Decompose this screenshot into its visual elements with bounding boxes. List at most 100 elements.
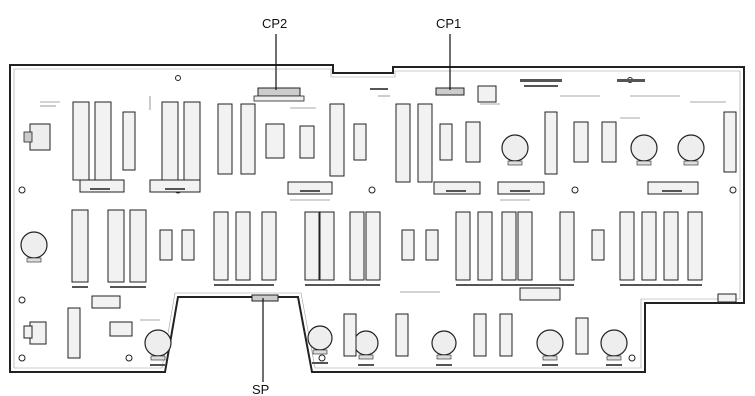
ic-chip (417, 103, 433, 183)
ic-chip (395, 103, 411, 183)
round-component (536, 329, 564, 357)
ic-chip (544, 111, 558, 175)
ic-chip (663, 211, 679, 281)
round-component (353, 330, 379, 356)
ic-chip (619, 211, 635, 281)
mounting-hole (729, 186, 737, 194)
round-component (600, 329, 628, 357)
mounting-hole (175, 75, 181, 81)
small-part (717, 293, 737, 303)
small-part (181, 229, 195, 261)
round-component (20, 231, 48, 259)
bottom-right-parts (343, 293, 737, 357)
ic-chip (365, 211, 381, 281)
ic-chip (107, 209, 125, 283)
mounting-hole (628, 354, 636, 362)
mounting-hole (318, 354, 326, 362)
mounting-hole (571, 186, 579, 194)
round-component (431, 330, 457, 356)
top-row-small-parts (265, 85, 617, 163)
ic-chip (122, 111, 136, 171)
trace-marks (40, 95, 726, 321)
ic-chip (723, 111, 737, 173)
ic-chip (559, 211, 575, 281)
round-component (307, 325, 333, 351)
small-part (67, 307, 81, 359)
ic-chip (477, 211, 493, 281)
mounting-hole (18, 354, 26, 362)
small-part (91, 295, 121, 309)
ic-chip (687, 211, 703, 281)
small-part (573, 121, 589, 163)
switch-block-lever (23, 131, 33, 143)
ic-chip (183, 101, 201, 181)
callout-cp2: CP2 (262, 16, 287, 31)
strip (433, 181, 481, 195)
callout-cp1: CP1 (436, 16, 461, 31)
small-part (591, 229, 605, 261)
ic-chip (161, 101, 179, 181)
ic-chip (329, 103, 345, 177)
small-part (353, 123, 367, 161)
round-component (677, 134, 705, 162)
small-part (395, 313, 409, 357)
connector-cp2-base (253, 95, 305, 102)
top-row-ics (72, 101, 737, 183)
small-part (401, 229, 415, 261)
round-component (630, 134, 658, 162)
ic-chip (72, 101, 90, 181)
small-part (601, 121, 617, 163)
ic-chip (261, 211, 277, 281)
connector-sp (251, 294, 279, 302)
mounting-hole (125, 354, 133, 362)
small-part (425, 229, 439, 261)
round-component (144, 329, 172, 357)
small-part (343, 313, 357, 357)
small-part (109, 321, 133, 337)
switch-block (29, 123, 51, 151)
small-part (159, 229, 173, 261)
ic-chip (129, 209, 147, 283)
small-part (439, 123, 453, 161)
connector-cp2 (257, 87, 301, 97)
ic-chip (517, 211, 533, 281)
callout-sp: SP (252, 382, 269, 396)
round-component (501, 134, 529, 162)
ic-chip (349, 211, 365, 281)
strip (497, 181, 545, 195)
mounting-hole (18, 296, 26, 304)
ic-chip (213, 211, 229, 281)
small-part (23, 325, 33, 339)
ic-chip (304, 211, 320, 281)
middle-row-small-parts (159, 229, 605, 261)
strip (519, 287, 561, 301)
ic-chip (641, 211, 657, 281)
ic-chip (71, 209, 89, 283)
horizontal-strips (79, 179, 699, 301)
small-part (299, 125, 315, 159)
ic-chip (235, 211, 251, 281)
strip (149, 179, 201, 193)
silkscreen-texture (72, 79, 702, 366)
small-part (465, 121, 481, 163)
small-part (575, 317, 589, 355)
ic-chip (240, 103, 256, 175)
small-part (265, 123, 285, 159)
strip (647, 181, 699, 195)
strip (79, 179, 125, 193)
ic-chip (319, 211, 335, 281)
mounting-hole (368, 186, 376, 194)
bottom-left-parts (23, 295, 133, 359)
small-part (473, 313, 487, 357)
ic-chip (455, 211, 471, 281)
ic-chip (217, 103, 233, 175)
strip (287, 181, 333, 195)
mounting-hole (18, 186, 26, 194)
small-part (477, 85, 497, 103)
ic-chip (501, 211, 517, 281)
round-component-feet (26, 160, 699, 361)
small-part (499, 313, 513, 357)
ic-chip (94, 101, 112, 181)
